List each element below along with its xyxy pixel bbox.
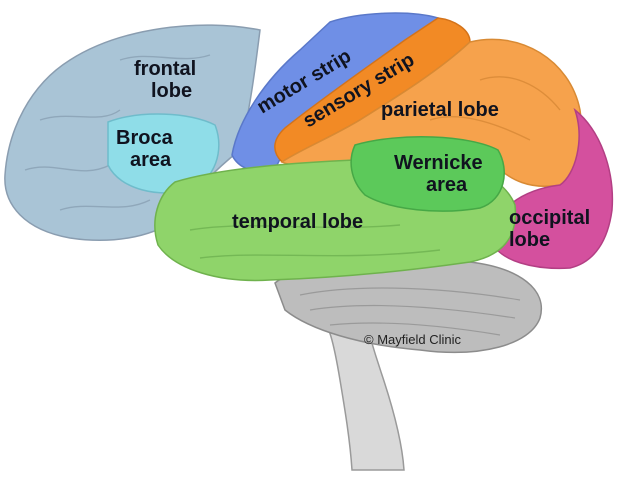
frontal-lobe-label-line2: lobe bbox=[151, 80, 192, 102]
brainstem bbox=[310, 299, 405, 471]
copyright-credit: © Mayfield Clinic bbox=[364, 332, 461, 347]
occipital-lobe-label-line1: occipital bbox=[509, 207, 590, 229]
broca-area-label-line2: area bbox=[130, 149, 172, 171]
occipital-lobe-label-line2: lobe bbox=[509, 229, 550, 251]
broca-area-region bbox=[107, 113, 220, 194]
occipital-lobe-region bbox=[489, 107, 614, 270]
wernicke-area-region bbox=[350, 136, 505, 212]
wernicke-area-label-line2: area bbox=[426, 174, 468, 196]
parietal-lobe-label: parietal lobe bbox=[381, 99, 499, 121]
wernicke-area-label-line1: Wernicke bbox=[394, 152, 483, 174]
frontal-lobe-label-line1: frontal bbox=[134, 58, 196, 80]
broca-area-label-line1: Broca bbox=[116, 127, 174, 149]
temporal-lobe-label: temporal lobe bbox=[232, 211, 363, 233]
